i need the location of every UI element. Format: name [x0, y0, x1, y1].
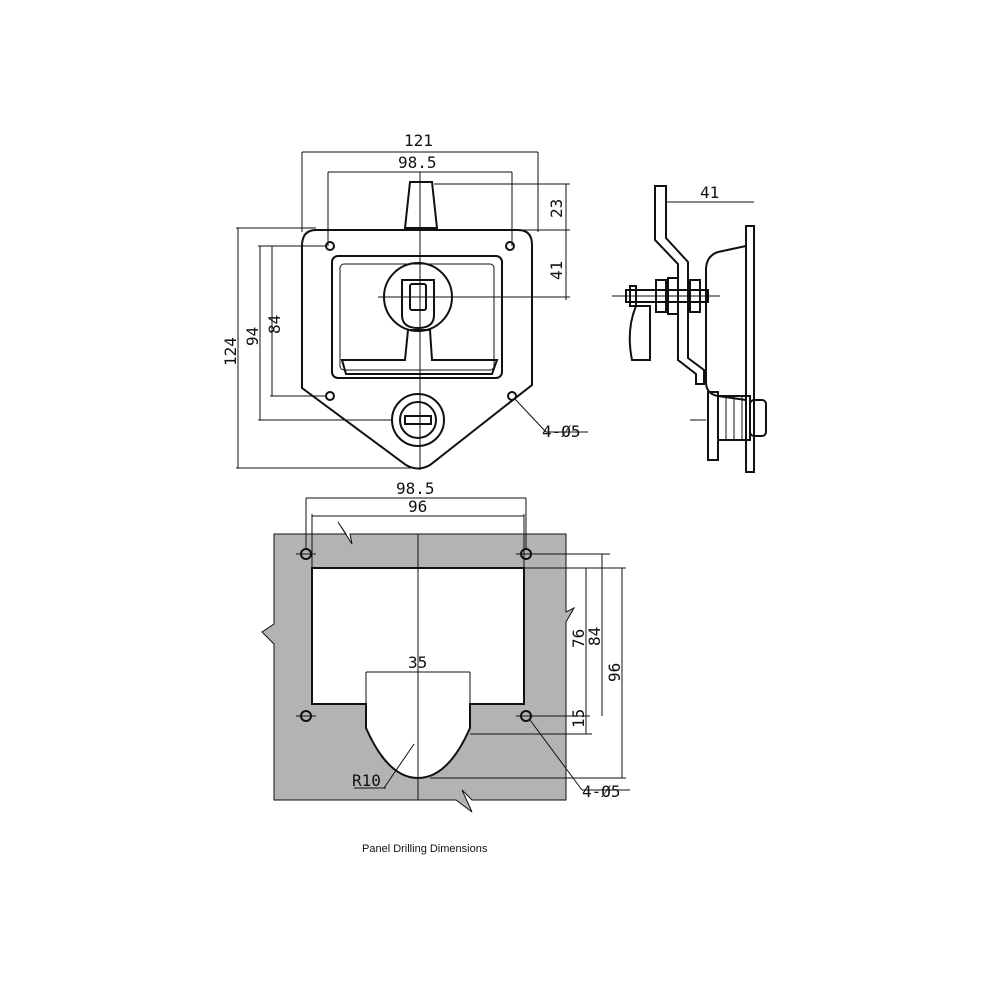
side-lock-cap	[749, 399, 767, 437]
mount-hole-top-right	[505, 241, 515, 251]
cutout-hole-callout-leader	[529, 719, 583, 791]
mount-hole-bottom-right	[507, 391, 517, 401]
dim-r10-label: R10	[352, 771, 381, 790]
dim-cut-76-label: 76	[569, 629, 588, 648]
latch-body-outline	[301, 229, 533, 470]
dim-cut-15-label: 15	[569, 709, 588, 728]
dim-23-label: 23	[547, 199, 566, 218]
dim-121-label: 121	[404, 131, 433, 150]
cutout-hole-callout-label: 4-Ø5	[582, 782, 621, 801]
dim-124-label: 124	[221, 337, 240, 366]
key-lock-inner	[399, 401, 437, 439]
hole-callout-label: 4-Ø5	[542, 422, 581, 441]
dim-41-label: 41	[547, 261, 566, 280]
inner-pan	[331, 255, 503, 379]
handle-cam	[401, 279, 435, 330]
side-view: 41	[612, 183, 767, 473]
dim-cut-84-label: 84	[585, 627, 604, 646]
key-slot	[404, 415, 432, 425]
mount-hole-top-left	[325, 241, 335, 251]
front-view: 121 98.5 23 41 124 94 84 4-Ø5	[221, 131, 588, 470]
dim-side-41-label: 41	[700, 183, 719, 202]
side-lock-base	[707, 391, 719, 461]
dim-cut-98-5-label: 98.5	[396, 479, 435, 498]
dim-r10-leader	[383, 743, 415, 789]
side-link-bar	[654, 185, 705, 385]
side-flange	[745, 225, 755, 473]
t-handle	[340, 329, 499, 375]
side-pan-body	[705, 245, 747, 401]
hole-callout-leader	[513, 397, 547, 433]
dim-cut-35-label: 35	[408, 653, 427, 672]
dim-94-label: 94	[243, 327, 262, 346]
latch-stem	[403, 181, 439, 229]
dim-cut-96-vertical-label: 96	[605, 663, 624, 682]
mount-hole-bottom-left	[325, 391, 335, 401]
panel-cutout-view: 98.5 96 35 R10 76 84 96 15 4-Ø5	[261, 479, 630, 813]
caption: Panel Drilling Dimensions	[362, 843, 488, 855]
dim-98-5-label: 98.5	[398, 153, 437, 172]
side-cam	[628, 305, 651, 361]
dim-84-label: 84	[265, 315, 284, 334]
dim-cut-96-label: 96	[408, 497, 427, 516]
